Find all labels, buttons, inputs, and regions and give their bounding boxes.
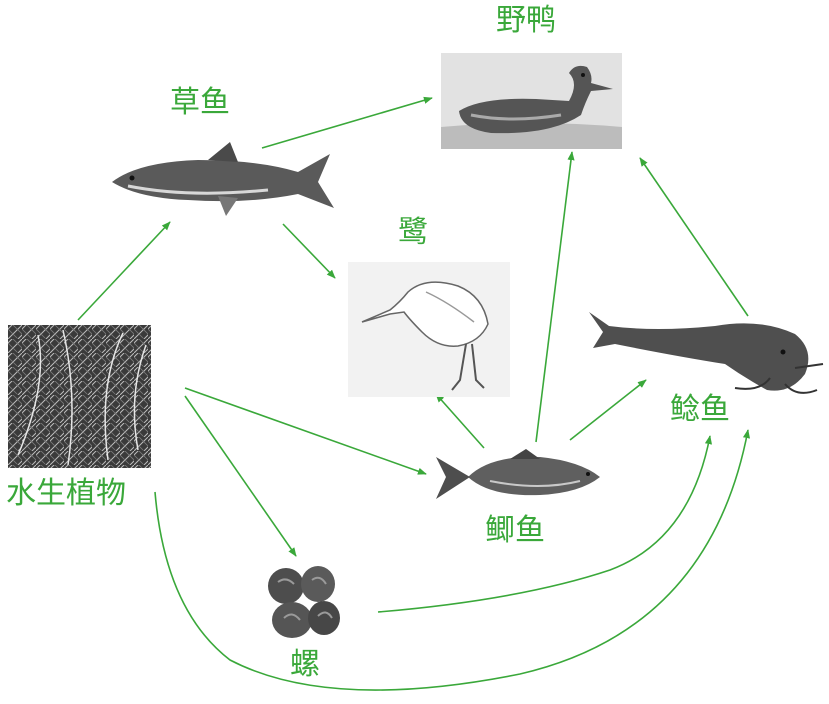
- label-wild-duck: 野鸭: [496, 3, 556, 38]
- catfish-photo: [585, 308, 825, 400]
- label-egret: 鹭: [398, 215, 428, 250]
- aquatic-plant-photo: [8, 325, 151, 468]
- arrow-crucian-to-catfish: [569, 379, 647, 441]
- arrow-plants-to-grass_carp: [77, 221, 171, 321]
- arrow-plants-to-crucian: [184, 387, 427, 475]
- wild-duck-photo: [441, 53, 622, 149]
- egret-photo: [348, 262, 510, 397]
- label-snail: 螺: [290, 647, 320, 682]
- arrow-crucian-to-duck: [535, 151, 575, 443]
- arrow-catfish-to-duck: [639, 157, 749, 317]
- grass-carp-photo: [108, 138, 338, 220]
- label-crucian-carp: 鲫鱼: [485, 513, 545, 548]
- label-grass-carp: 草鱼: [170, 85, 230, 120]
- arrow-crucian-to-egret: [435, 393, 485, 449]
- arrow-snail-to-catfish: [377, 435, 713, 613]
- arrow-plants-to-catfish: [154, 429, 751, 691]
- arrow-grass_carp-to-egret: [282, 223, 336, 279]
- crucian-carp-photo: [430, 447, 605, 505]
- label-catfish: 鲶鱼: [670, 392, 730, 427]
- arrow-grass_carp-to-duck: [261, 96, 433, 149]
- arrow-plants-to-snail: [184, 395, 297, 557]
- snail-photo: [262, 562, 342, 642]
- label-aquatic-plants: 水生植物: [6, 476, 126, 511]
